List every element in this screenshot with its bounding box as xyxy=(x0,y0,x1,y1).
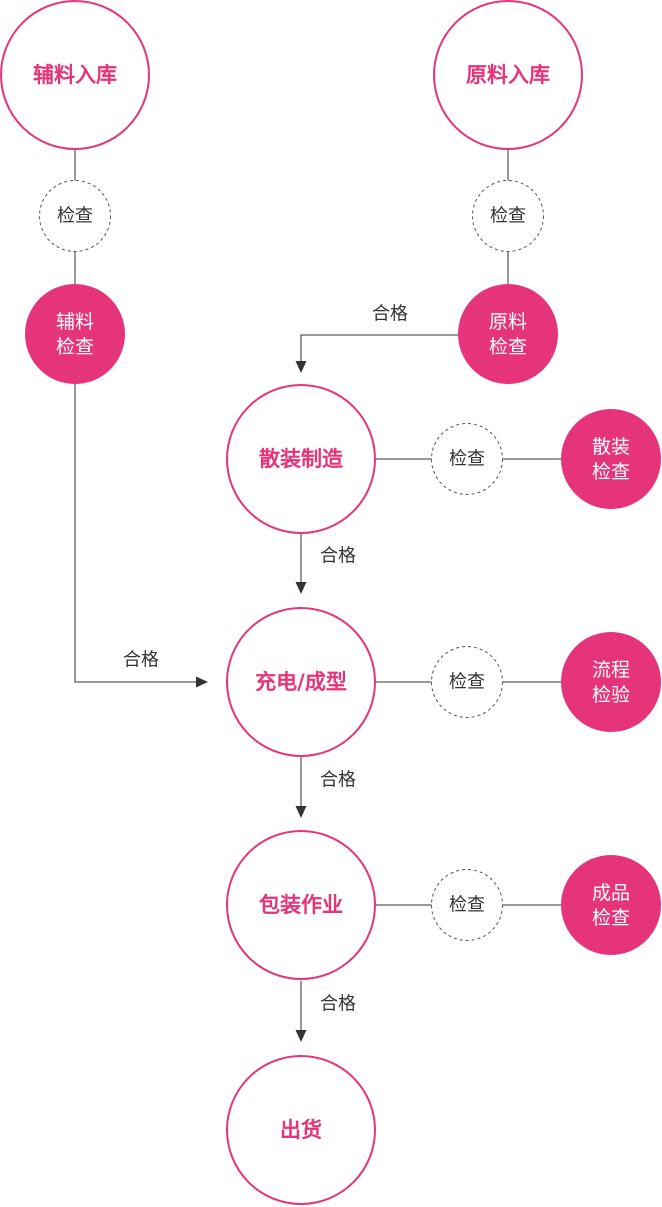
arrow-down-to-fill xyxy=(295,582,307,594)
check-raw-label: 检查 xyxy=(490,206,526,227)
inspection-process-line2: 检验 xyxy=(592,684,630,706)
inspection-aux-line1: 辅料 xyxy=(56,311,94,333)
check-pack: 检查 xyxy=(431,869,503,941)
line-raw-inspection-to-bulk xyxy=(300,334,459,361)
node-raw-stock-label: 原料入库 xyxy=(466,63,550,87)
check-bulk-label: 检查 xyxy=(449,449,485,470)
label-aux-pass: 合格 xyxy=(123,650,159,671)
node-shipping-label: 出货 xyxy=(280,1118,322,1142)
inspection-aux-line2: 检查 xyxy=(56,336,94,358)
inspection-bulk-line2: 检查 xyxy=(592,461,630,483)
arrow-right-to-fill xyxy=(196,676,208,688)
node-packaging: 包装作业 xyxy=(226,830,376,980)
node-fill-forming-label: 充电/成型 xyxy=(255,670,347,694)
check-aux-label: 检查 xyxy=(57,206,93,227)
inspection-product-line1: 成品 xyxy=(592,882,630,904)
label-bulk-pass: 合格 xyxy=(320,546,356,567)
check-raw: 检查 xyxy=(472,180,544,252)
label-pack-pass: 合格 xyxy=(320,994,356,1015)
node-aux-stock-label: 辅料入库 xyxy=(33,63,117,87)
check-bulk: 检查 xyxy=(431,423,503,495)
node-fill-forming: 充电/成型 xyxy=(226,607,376,757)
inspection-product: 成品 检查 xyxy=(561,855,661,955)
node-aux-stock: 辅料入库 xyxy=(0,0,150,150)
check-aux: 检查 xyxy=(39,180,111,252)
arrow-down-to-pack xyxy=(295,806,307,818)
node-raw-stock: 原料入库 xyxy=(433,0,583,150)
inspection-bulk: 散装 检查 xyxy=(561,409,661,509)
node-shipping: 出货 xyxy=(226,1055,376,1205)
arrow-down-to-ship xyxy=(295,1030,307,1042)
node-packaging-label: 包装作业 xyxy=(259,893,343,917)
inspection-product-line2: 检查 xyxy=(592,907,630,929)
check-fill: 检查 xyxy=(431,646,503,718)
label-raw-pass: 合格 xyxy=(372,304,408,325)
inspection-aux: 辅料 检查 xyxy=(25,284,125,384)
label-fill-pass: 合格 xyxy=(320,770,356,791)
inspection-raw-line1: 原料 xyxy=(489,311,527,333)
arrow-down-to-bulk xyxy=(295,361,307,373)
flow-labels: 合格 合格 合格 合格 合格 xyxy=(123,304,408,1015)
inspection-process-line1: 流程 xyxy=(592,659,630,681)
line-aux-inspection-to-fill xyxy=(74,383,197,683)
node-bulk-manufacture: 散装制造 xyxy=(226,384,376,534)
inspection-raw-line2: 检查 xyxy=(489,336,527,358)
node-bulk-manufacture-label: 散装制造 xyxy=(259,447,344,471)
inspection-bulk-line1: 散装 xyxy=(592,436,630,458)
inspection-raw: 原料 检查 xyxy=(458,284,558,384)
arrows xyxy=(196,361,307,1042)
check-pack-label: 检查 xyxy=(449,895,485,916)
inspection-process: 流程 检验 xyxy=(561,632,661,732)
check-fill-label: 检查 xyxy=(449,672,485,693)
